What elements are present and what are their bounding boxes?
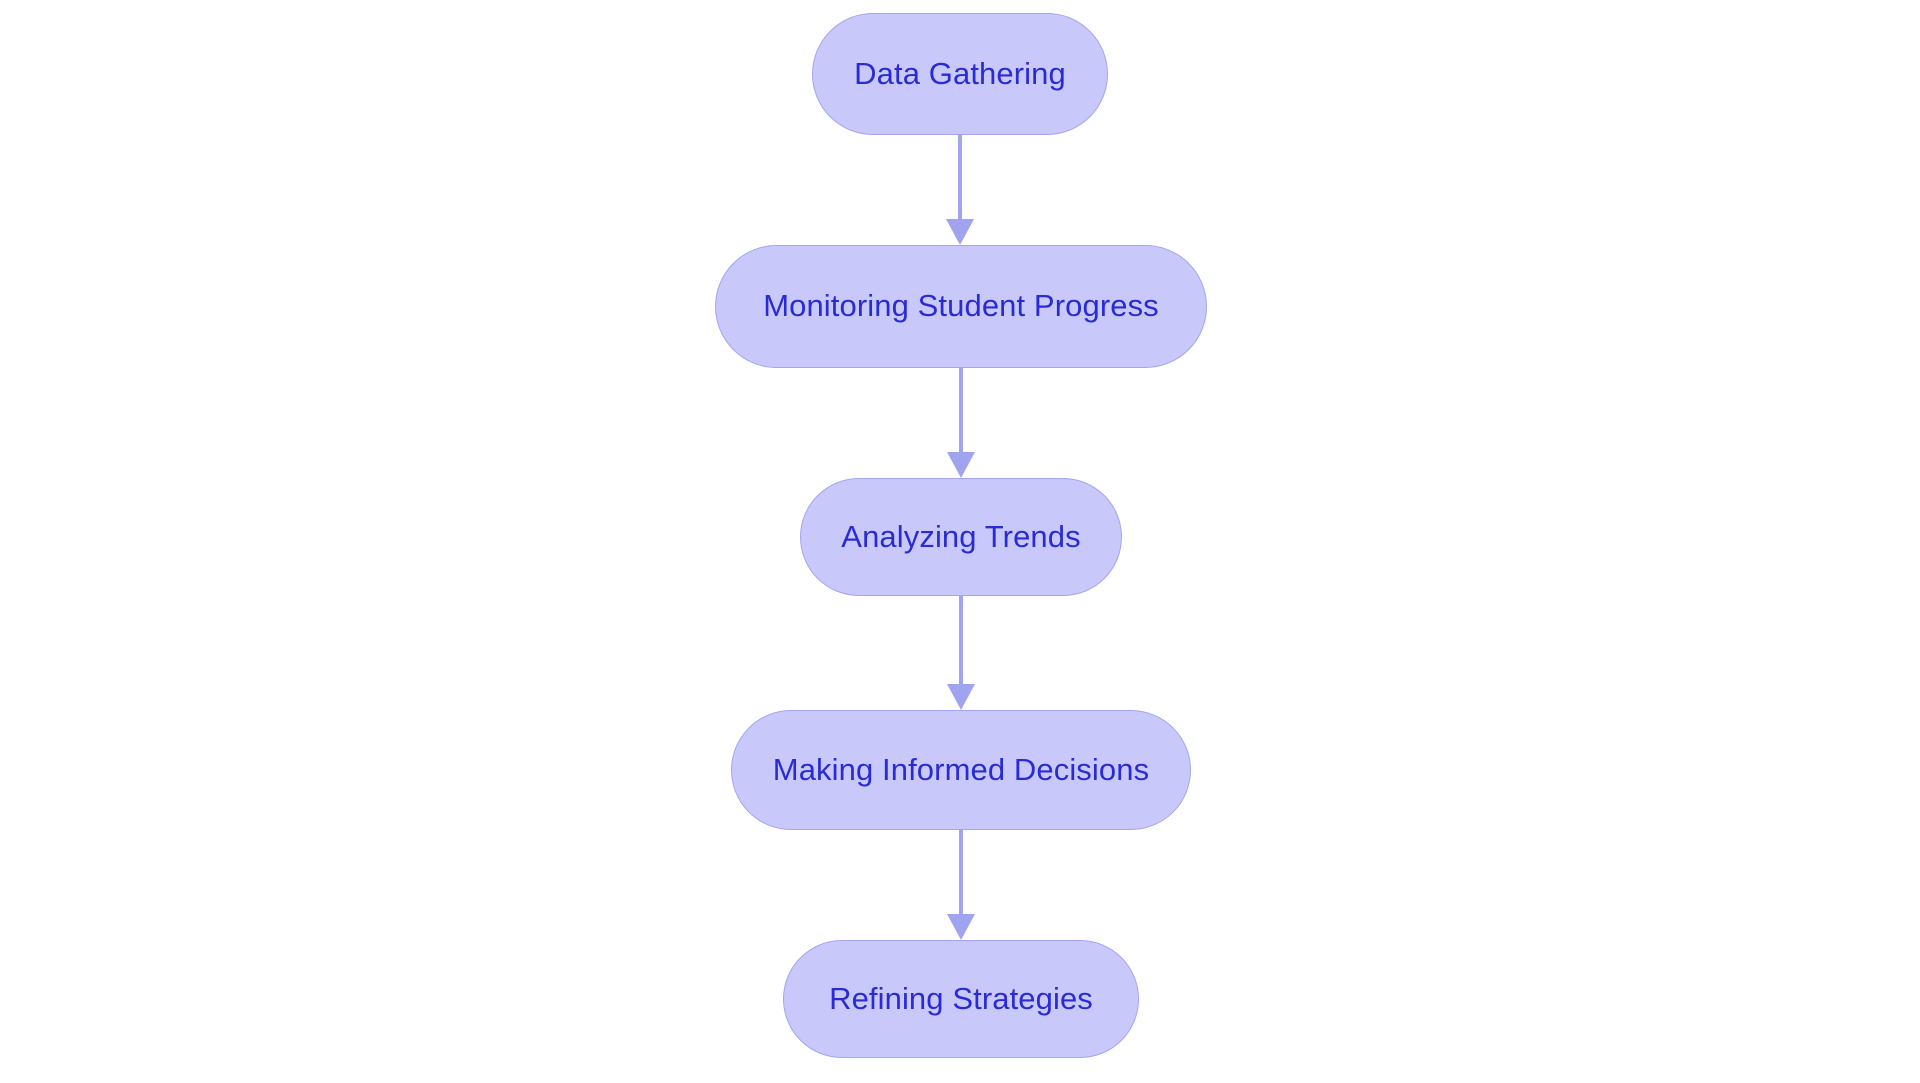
flow-node-analyzing-trends[interactable]: Analyzing Trends [800, 478, 1122, 596]
flow-node-making-informed-decisions[interactable]: Making Informed Decisions [731, 710, 1191, 830]
flow-node-data-gathering[interactable]: Data Gathering [812, 13, 1108, 135]
arrowhead-icon-edge-4 [947, 914, 975, 940]
arrowhead-icon-edge-2 [947, 452, 975, 478]
flow-node-label: Refining Strategies [829, 980, 1093, 1016]
flow-node-monitoring-student-progress[interactable]: Monitoring Student Progress [715, 245, 1207, 368]
arrowhead-icon-edge-3 [947, 684, 975, 710]
flow-node-refining-strategies[interactable]: Refining Strategies [783, 940, 1139, 1058]
flow-node-label: Data Gathering [854, 55, 1066, 91]
flow-node-label: Monitoring Student Progress [763, 288, 1159, 324]
flow-node-label: Making Informed Decisions [772, 751, 1150, 787]
arrowhead-icon-edge-1 [946, 219, 974, 245]
flow-node-label: Analyzing Trends [841, 518, 1081, 554]
